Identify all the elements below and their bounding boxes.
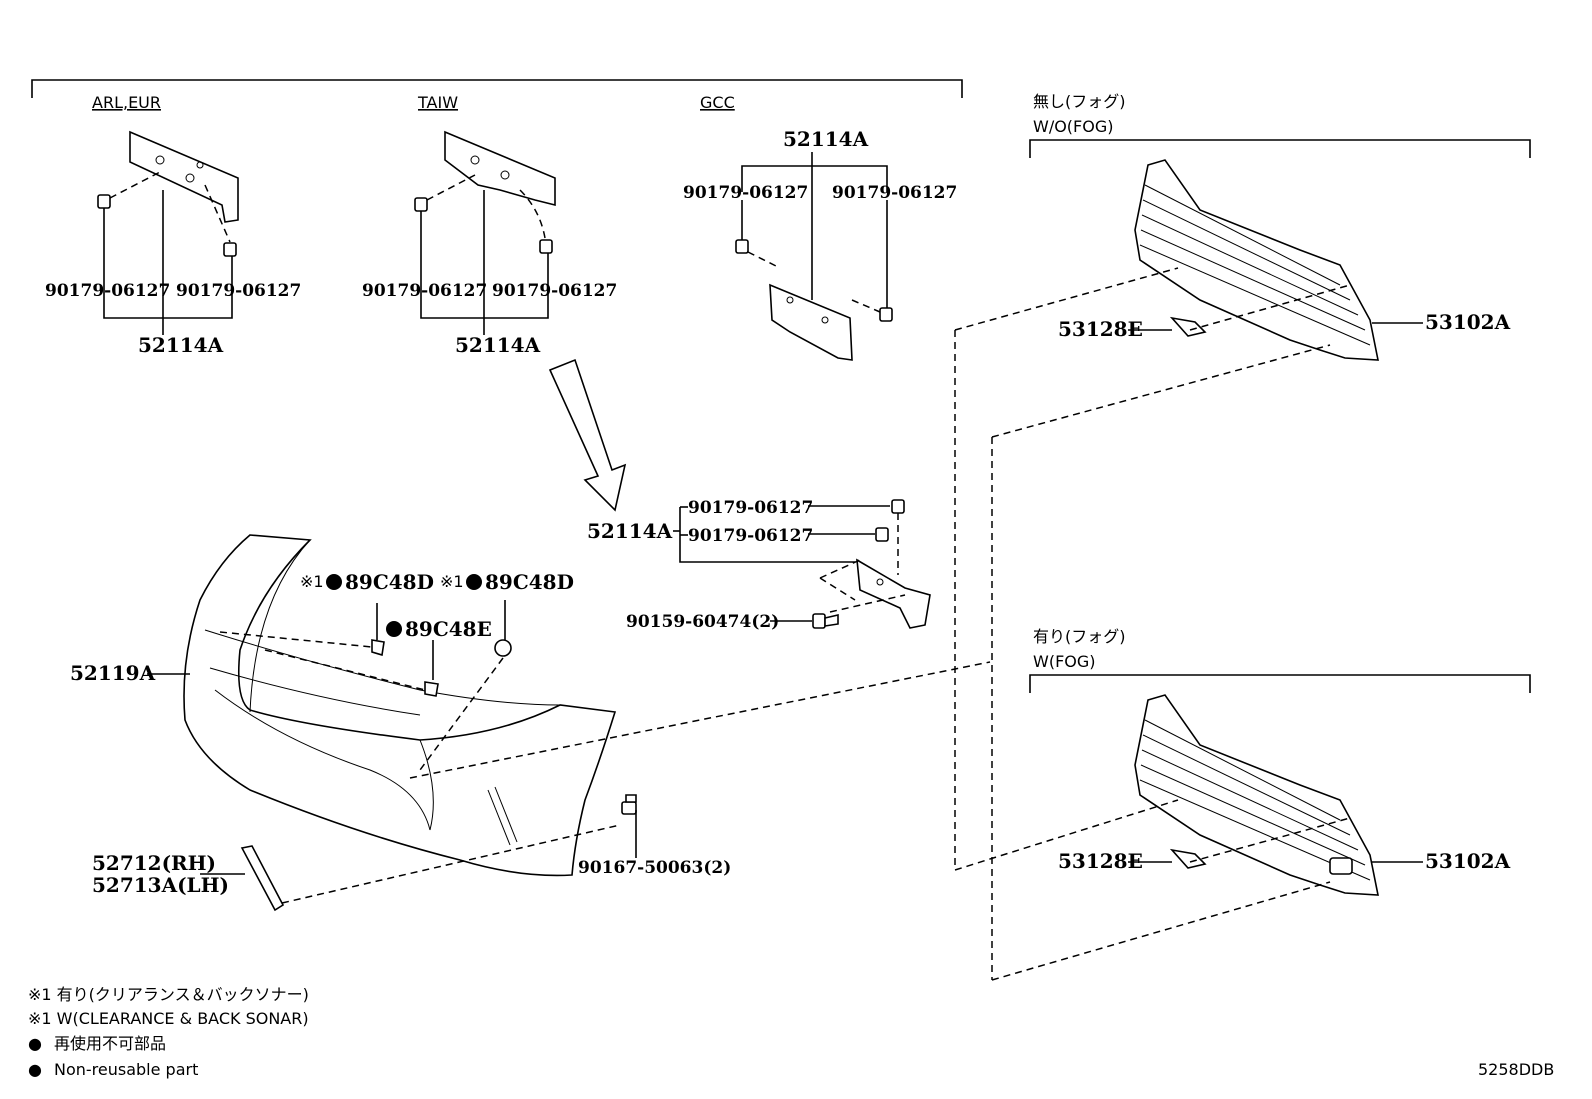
nut-icon[interactable] — [891, 499, 905, 514]
part-number-nut[interactable]: 90179-06127 — [45, 281, 170, 301]
group-label-wo-fog-jp: 無し(フォグ) — [1033, 92, 1126, 111]
part-number-bracket[interactable]: 52114A — [138, 333, 224, 357]
part-number-clip[interactable]: 89C48D — [345, 570, 434, 594]
group-label-wo-fog-en: W/O(FOG) — [1033, 117, 1113, 136]
install-arrow — [548, 358, 627, 512]
rear-bumper-cover — [183, 534, 617, 877]
part-number-nut[interactable]: 90179-06127 — [688, 498, 813, 518]
clip-icon[interactable] — [424, 681, 439, 697]
group-label-taiw: TAIW — [417, 93, 458, 112]
part-number-garnish[interactable]: 53128E — [1058, 849, 1143, 873]
legend-nonreuse-jp: 再使用不可部品 — [54, 1034, 166, 1053]
group-label-arl-eur: ARL,EUR — [92, 93, 161, 112]
group-label-w-fog-en: W(FOG) — [1033, 652, 1096, 671]
nut-icon[interactable] — [97, 194, 111, 209]
legend-bullet: ● — [28, 1060, 42, 1079]
group-bracket-line — [1029, 674, 1531, 693]
nut-icon[interactable] — [875, 527, 889, 542]
group-bracket-line — [1029, 139, 1531, 158]
clip-icon[interactable] — [494, 639, 512, 657]
group-label-w-fog-jp: 有り(フォグ) — [1033, 627, 1126, 646]
part-number-reflector[interactable]: 52712(RH) — [92, 851, 216, 875]
rear-bracket — [856, 558, 931, 629]
part-number-reflector[interactable]: 52713A(LH) — [92, 873, 229, 897]
garnish-icon[interactable] — [1169, 848, 1207, 869]
part-number-clip[interactable]: 89C48E — [405, 617, 492, 641]
group-label-gcc: GCC — [700, 93, 735, 112]
reflector — [240, 845, 285, 912]
nut-icon[interactable] — [539, 239, 553, 254]
part-number-clip[interactable]: 89C48D — [485, 570, 574, 594]
part-number-garnish[interactable]: 53128E — [1058, 317, 1143, 341]
part-number-bolt[interactable]: 90167-50063(2) — [578, 858, 731, 878]
part-number-bracket[interactable]: 52114A — [455, 333, 541, 357]
diagram-id: 5258DDB — [1478, 1060, 1554, 1079]
bolt-icon[interactable] — [621, 794, 637, 815]
license-bracket-arl-eur — [129, 130, 239, 223]
part-number-nut[interactable]: 90179-06127 — [492, 281, 617, 301]
legend-note-jp: ※1 有り(クリアランス＆バックソナー) — [28, 985, 309, 1004]
part-number-bolt[interactable]: 90159-60474(2) — [626, 612, 779, 632]
part-number-grille[interactable]: 53102A — [1425, 310, 1511, 334]
note-mark: ※1 — [440, 572, 464, 591]
bolt-icon[interactable] — [812, 613, 839, 629]
non-reusable-dot — [386, 621, 402, 637]
rear-grille-wo-fog — [1134, 159, 1379, 361]
part-number-nut[interactable]: 90179-06127 — [683, 183, 808, 203]
license-bracket-gcc — [769, 283, 853, 361]
legend-nonreuse-en: Non-reusable part — [54, 1060, 198, 1079]
rear-grille-w-fog — [1134, 694, 1379, 896]
garnish-icon[interactable] — [1169, 316, 1207, 337]
part-number-nut[interactable]: 90179-06127 — [176, 281, 301, 301]
part-number-nut[interactable]: 90179-06127 — [362, 281, 487, 301]
part-number-bracket[interactable]: 52114A — [587, 519, 673, 543]
part-number-grille[interactable]: 53102A — [1425, 849, 1511, 873]
nut-icon[interactable] — [735, 239, 749, 254]
clip-icon[interactable] — [371, 639, 385, 657]
non-reusable-dot — [326, 574, 342, 590]
note-mark: ※1 — [300, 572, 324, 591]
nut-icon[interactable] — [414, 197, 428, 212]
nut-icon[interactable] — [223, 242, 237, 257]
legend-bullet: ● — [28, 1034, 42, 1053]
legend-note-en: ※1 W(CLEARANCE & BACK SONAR) — [28, 1009, 309, 1028]
part-number-nut[interactable]: 90179-06127 — [832, 183, 957, 203]
part-number-bracket[interactable]: 52114A — [783, 127, 869, 151]
nut-icon[interactable] — [879, 307, 893, 322]
license-bracket-taiw — [444, 130, 556, 207]
part-number-nut[interactable]: 90179-06127 — [688, 526, 813, 546]
part-number-bumper[interactable]: 52119A — [70, 661, 156, 685]
group-bracket-line — [31, 79, 963, 98]
non-reusable-dot — [466, 574, 482, 590]
